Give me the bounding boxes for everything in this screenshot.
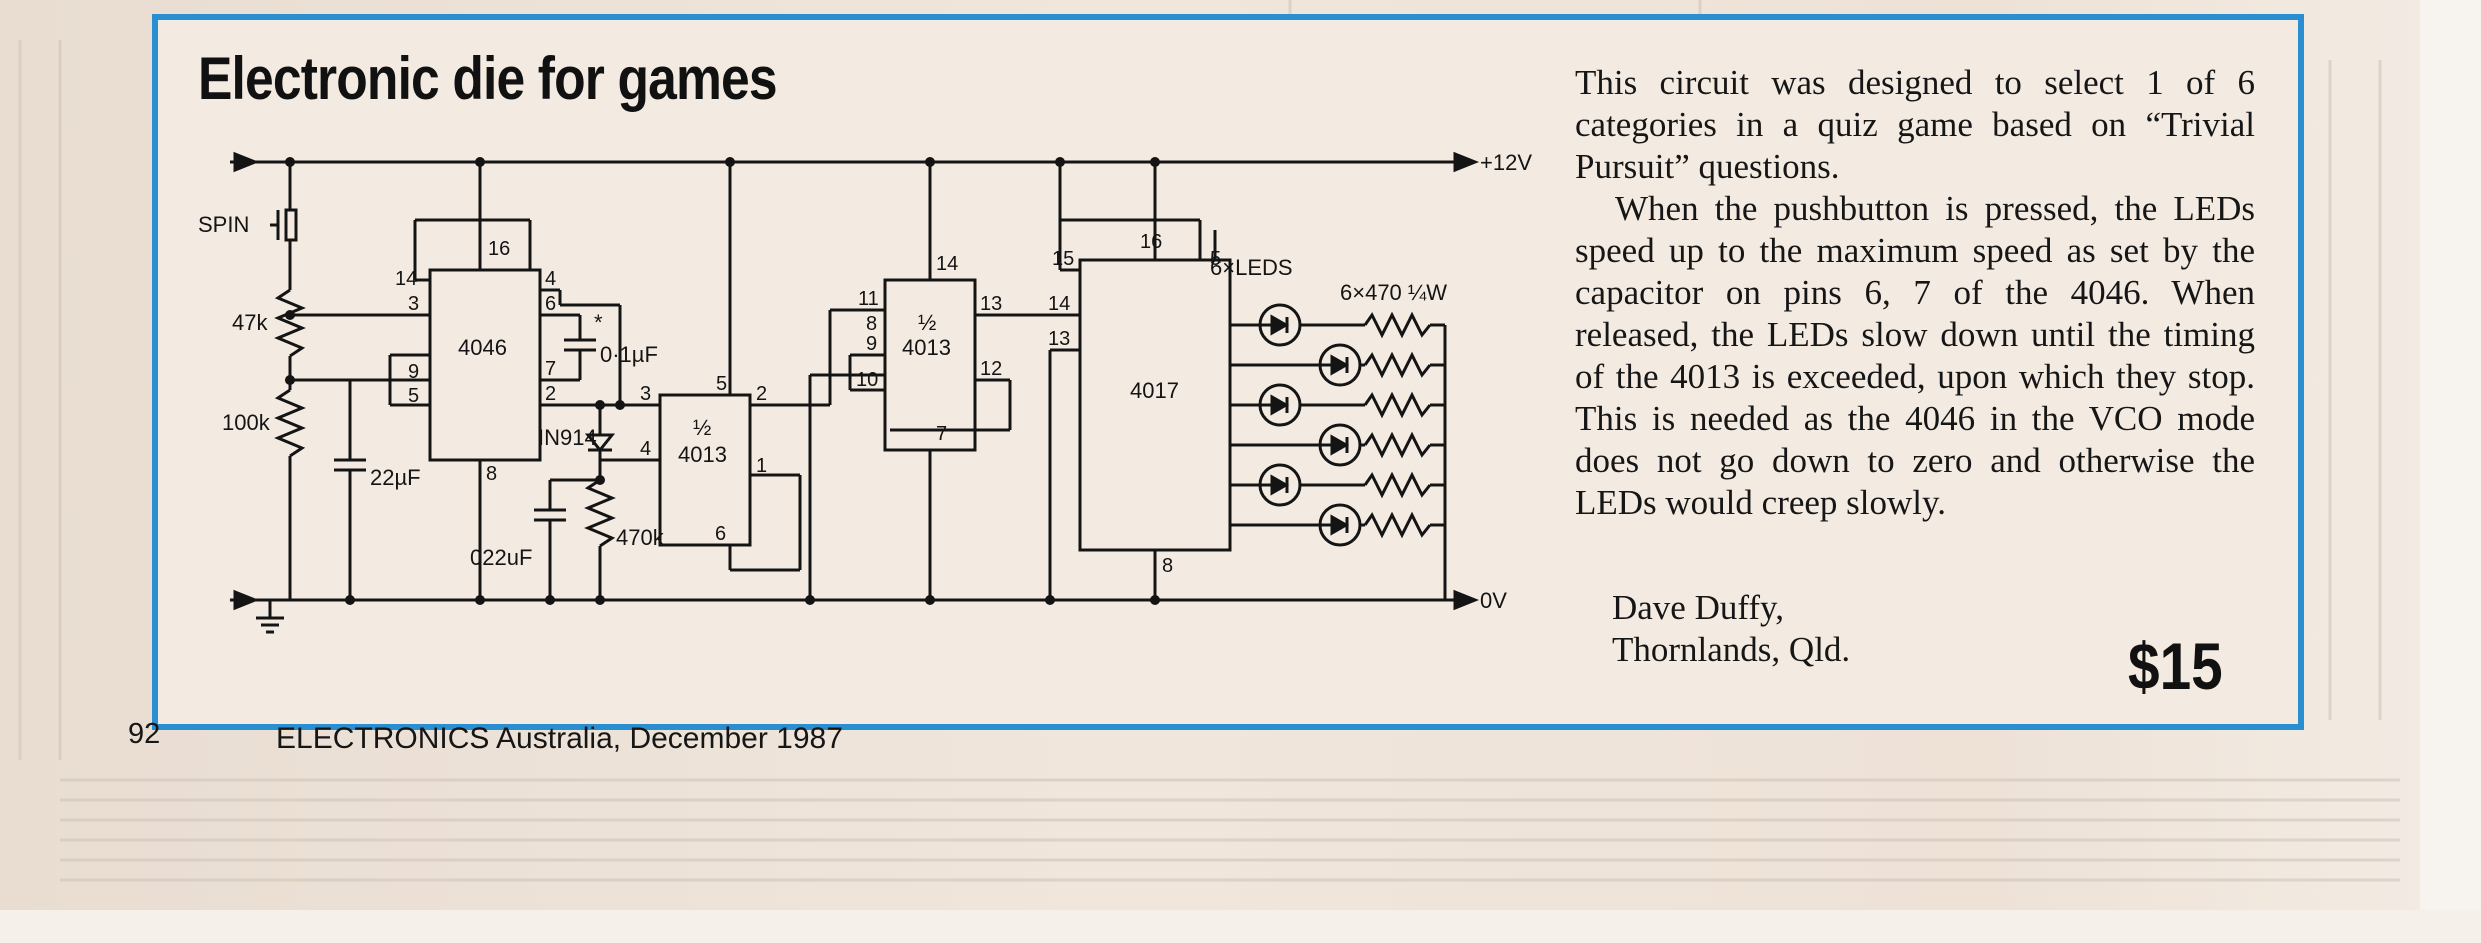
label-capacitor-2-mark: * <box>594 310 603 335</box>
pin-4013b-10: 10 <box>856 369 878 391</box>
label-ic-ff-b: 4013 <box>902 335 951 360</box>
pin-4017-8: 8 <box>1162 555 1173 577</box>
pin-4013a-3: 3 <box>640 383 651 405</box>
pin-4013b-14: 14 <box>936 253 958 275</box>
page-number: 92 <box>128 718 161 750</box>
paragraph-intro: This circuit was designed to select 1 of… <box>1575 63 2255 186</box>
pin-4013a-5: 5 <box>716 373 727 395</box>
pin-4046-2: 2 <box>545 383 556 405</box>
label-resistor-3: 470k <box>616 525 665 550</box>
label-supply-ground: 0V <box>1480 588 1507 613</box>
page-edge <box>2420 0 2481 943</box>
label-ic-vco: 4046 <box>458 335 507 360</box>
label-capacitor-1: 22µF <box>370 465 421 490</box>
price-badge: $15 <box>2128 629 2223 703</box>
circuit-schematic: +12V 0V SPIN 47k 100k 470k 22µF 0·1µF * … <box>198 150 1532 634</box>
label-ic-ff-a: 4013 <box>678 442 727 467</box>
pin-4017-14: 14 <box>1048 293 1070 315</box>
author-location: Thornlands, Qld. <box>1612 630 1851 669</box>
label-capacitor-3: 022uF <box>470 545 532 570</box>
pin-4013a-2: 2 <box>756 383 767 405</box>
article-frame <box>152 14 2304 730</box>
pin-4013b-12: 12 <box>980 358 1002 380</box>
pin-4013a-4: 4 <box>640 438 651 460</box>
paragraph-operation: When the pushbutton is pressed, the LEDs… <box>1575 189 2255 522</box>
pin-4017-13: 13 <box>1048 328 1070 350</box>
pin-4046-9: 9 <box>408 361 419 383</box>
pin-4013b-11: 11 <box>858 288 879 310</box>
label-capacitor-2: 0·1µF <box>600 342 658 367</box>
article-body: This circuit was designed to select 1 of… <box>1575 62 2255 524</box>
pin-4046-3: 3 <box>408 293 419 315</box>
pin-4017-16: 16 <box>1140 231 1162 253</box>
pin-4013b-7: 7 <box>936 423 947 445</box>
pin-4046-5: 5 <box>408 385 419 407</box>
pin-4017-5: 5 <box>1210 248 1221 270</box>
pin-4013b-9: 9 <box>866 333 877 355</box>
pin-4013a-1: 1 <box>756 455 767 477</box>
article-title: Electronic die for games <box>198 45 778 112</box>
pin-4046-4: 4 <box>545 268 556 290</box>
label-supply-positive: +12V <box>1480 150 1532 175</box>
label-resistor-1: 47k <box>232 310 268 335</box>
pin-4046-14: 14 <box>395 268 417 290</box>
label-diode: IN914 <box>538 425 597 450</box>
pin-4017-15: 15 <box>1052 248 1074 270</box>
label-ic-counter: 4017 <box>1130 378 1179 403</box>
pin-4046-16: 16 <box>488 238 510 260</box>
pin-4013b-13: 13 <box>980 293 1002 315</box>
author-name: Dave Duffy, <box>1612 588 1785 627</box>
label-ic-ff-half-a: ½ <box>693 415 711 440</box>
pin-4013a-6: 6 <box>715 523 726 545</box>
page-bottom-edge <box>0 910 2481 943</box>
pin-4013b-8: 8 <box>866 313 877 335</box>
author-block: Dave Duffy, Thornlands, Qld. <box>1612 587 1850 671</box>
label-switch: SPIN <box>198 212 249 237</box>
pin-4046-6: 6 <box>545 293 556 315</box>
label-led: 6×LEDS <box>1210 255 1293 280</box>
label-resistor-2: 100k <box>222 410 271 435</box>
label-resistor-array: 6×470 ¼W <box>1340 280 1447 305</box>
pin-4046-7: 7 <box>545 358 556 380</box>
label-ic-ff-half-b: ½ <box>918 310 936 335</box>
pin-4046-8: 8 <box>486 463 497 485</box>
publication-footer: ELECTRONICS Australia, December 1987 <box>276 722 843 755</box>
